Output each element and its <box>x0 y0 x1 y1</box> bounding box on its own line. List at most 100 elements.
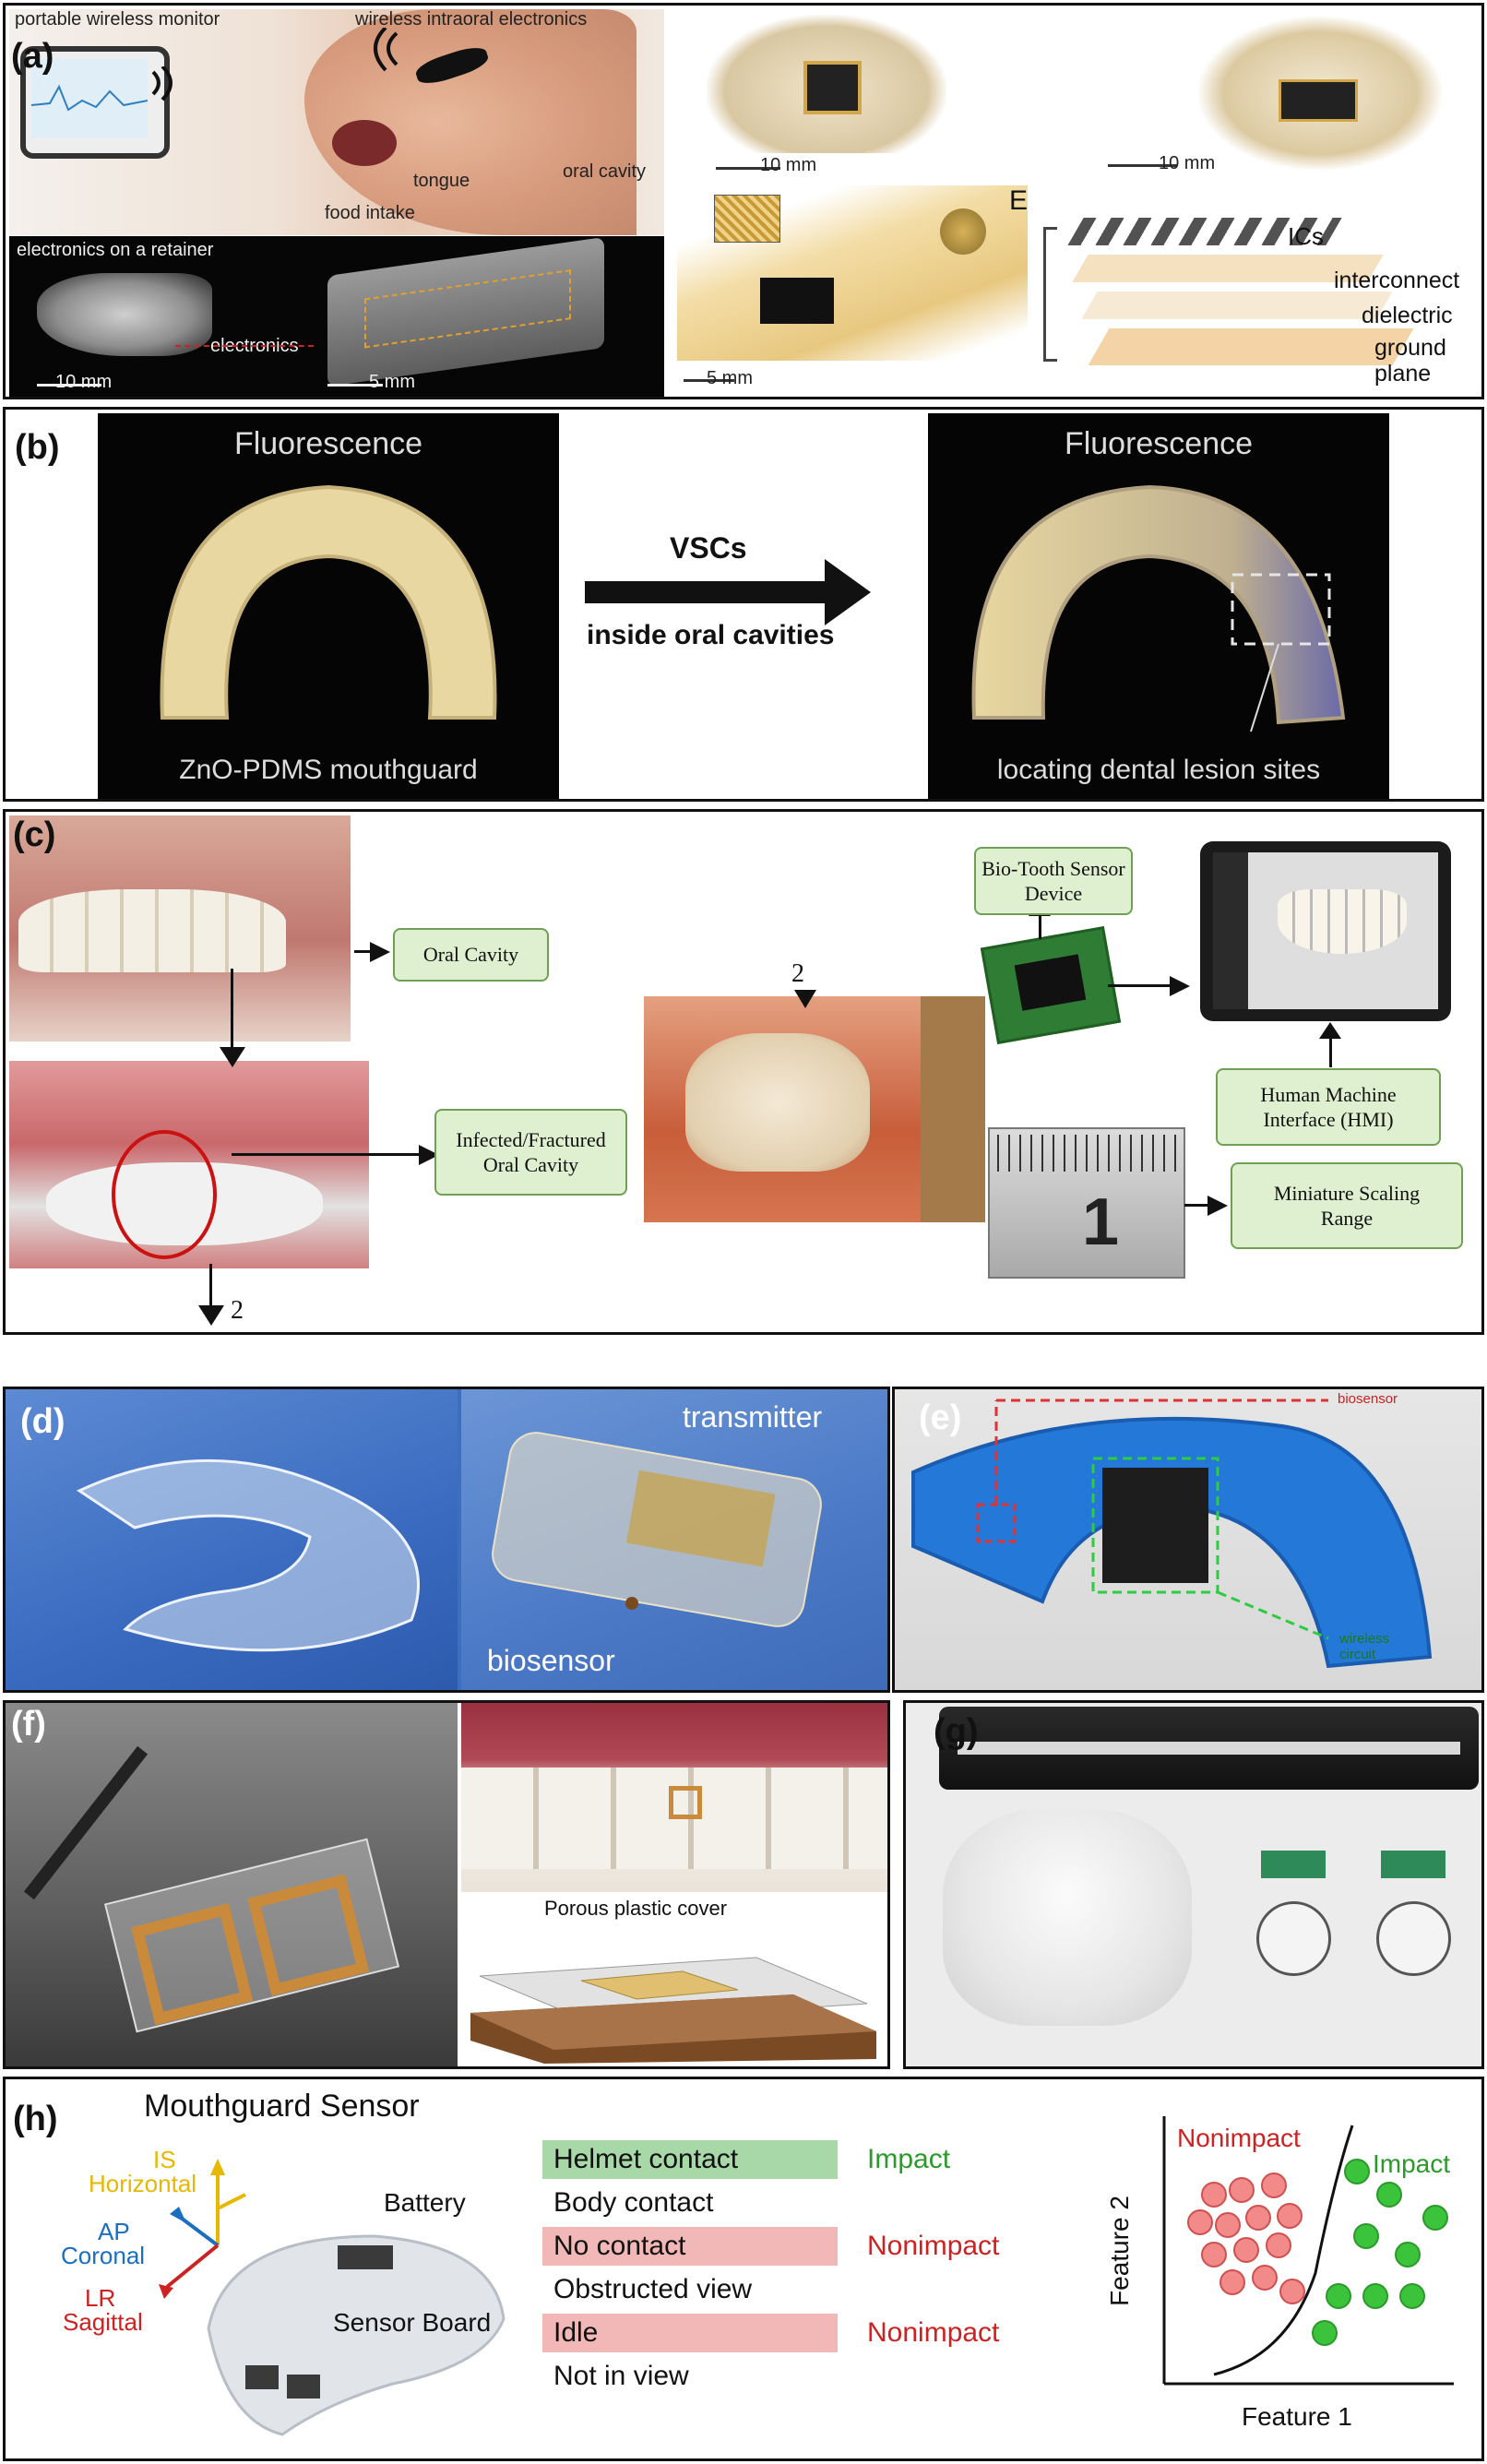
oral-monitor-photo: portable wireless monitor wireless intra… <box>9 9 664 235</box>
label-num-2-bottom: 2 <box>231 1296 244 1325</box>
panel-h-label: (h) <box>13 2100 58 2138</box>
ruler-number-1: 1 <box>1082 1185 1120 1259</box>
panel-c: (c) Oral Cavity Infected/Fractured Oral … <box>3 809 1484 1335</box>
table-row: Helmet contact Impact <box>542 2140 1059 2179</box>
axes-icon <box>159 2159 246 2299</box>
panel-f: Porous plastic cover (f) <box>3 1700 890 2069</box>
scaling-range-box: Miniature Scaling Range <box>1231 1162 1463 1249</box>
panel-a-label: (a) <box>11 37 54 76</box>
panel-h: (h) Mouthguard Sensor IS Horizontal AP C… <box>3 2077 1484 2461</box>
retainer-top-left <box>707 15 946 153</box>
label-scale-5mm: 5 mm <box>369 372 415 392</box>
label-porous-cover: Porous plastic cover <box>544 1897 728 1920</box>
label-biosensor-d: biosensor <box>487 1644 615 1677</box>
label-wireless-circuit: wireless circuit <box>1339 1631 1390 1663</box>
label-scale-10mm-right: 10 mm <box>1159 153 1216 173</box>
phone-image <box>20 46 170 159</box>
label-biosensor-e: biosensor <box>1338 1391 1398 1407</box>
label-coronal: Coronal <box>61 2242 146 2269</box>
mouthguard-photo-right: Fluorescence locating dental lesion site… <box>928 413 1389 799</box>
circuit-board-image <box>980 925 1122 1045</box>
panel-e-label: (e) <box>919 1399 962 1437</box>
panel-e: (e) biosensor wireless circuit <box>892 1387 1484 1693</box>
blue-mouthguard-photo: biosensor wireless circuit <box>895 1389 1481 1690</box>
label-oral-cavity: oral cavity <box>563 161 647 182</box>
label-lr: LR <box>85 2284 116 2312</box>
panel-c-label: (c) <box>13 815 56 854</box>
panel-g: (g) <box>903 1700 1484 2069</box>
row-text: Body contact <box>553 2187 714 2218</box>
red-circle-highlight <box>112 1130 217 1259</box>
transmitter-device-photo: transmitter biosensor <box>461 1389 887 1690</box>
sensor-module-2 <box>1372 1851 1455 1989</box>
row-class: Nonimpact <box>867 2317 1000 2348</box>
row-highlight <box>542 2314 838 2352</box>
mouthguard-shape-right <box>971 484 1346 732</box>
vscs-arrow <box>585 559 871 625</box>
black-case-image <box>939 1707 1479 1790</box>
label-sensor-board: Sensor Board <box>333 2308 492 2337</box>
label-tongue: tongue <box>413 171 470 191</box>
label-sagittal: Sagittal <box>63 2308 143 2336</box>
label-num-2-top: 2 <box>791 959 804 988</box>
wireless-icon <box>151 66 172 101</box>
label-electronics-retainer: electronics on a retainer <box>17 240 214 260</box>
ruler-image: 1 <box>988 1127 1185 1279</box>
label-portable-monitor: portable wireless monitor <box>15 9 220 30</box>
label-E: E <box>1009 185 1029 216</box>
arrow-label-inside: inside oral cavities <box>587 620 835 650</box>
flex-electronics-chip <box>677 185 1028 361</box>
feature-scatter: Nonimpact Impact Feature 2 Feature 1 <box>1105 2107 1463 2458</box>
nonimpact-points <box>1187 2172 1305 2304</box>
row-text: Not in view <box>553 2361 689 2391</box>
mouthguard-shape-left <box>160 484 497 720</box>
clear-retainer-photo <box>6 1389 458 1690</box>
blue-mouthguard-shape <box>911 1399 1433 1669</box>
row-text: Idle <box>553 2317 599 2348</box>
label-scale-10mm: 10 mm <box>55 372 113 392</box>
row-text: No contact <box>553 2231 686 2261</box>
mouthguard-sensor-image <box>207 2234 506 2436</box>
row-highlight <box>542 2140 838 2179</box>
jaw-teeth-photo <box>9 815 351 1042</box>
label-is: IS <box>153 2146 176 2173</box>
wireless-icon-2 <box>374 28 399 72</box>
ruler-strip-photo <box>921 996 985 1222</box>
porous-cover-layers <box>470 1957 876 2064</box>
panel-a: (a) portable wireless monitor wireless i… <box>3 3 1484 399</box>
scatter-label-nonimpact: Nonimpact <box>1177 2124 1301 2152</box>
row-text: Obstructed view <box>553 2274 753 2304</box>
scatter-xlabel: Feature 1 <box>1242 2402 1352 2431</box>
label-scale-10mm-top: 10 mm <box>760 155 817 175</box>
sensor-tweezers-photo <box>6 1703 458 2066</box>
panel-f-label: (f) <box>11 1705 46 1744</box>
infected-oral-cavity-box: Infected/Fractured Oral Cavity <box>434 1109 627 1196</box>
panel-g-label: (g) <box>934 1712 979 1751</box>
table-row: Not in view <box>542 2357 1059 2396</box>
label-scale-5mm-chip: 5 mm <box>707 368 753 388</box>
tooth-tattoo-photo <box>461 1703 887 1892</box>
panel-b-label: (b) <box>15 428 60 467</box>
impact-points <box>1312 2159 1448 2346</box>
retainer-top-right <box>1196 15 1445 172</box>
row-text: Helmet contact <box>553 2144 739 2174</box>
row-class: Impact <box>867 2144 951 2174</box>
panel-d-label: (d) <box>20 1402 65 1441</box>
fluorescence-title-right: Fluorescence <box>1064 426 1254 461</box>
label-transmitter: transmitter <box>683 1400 823 1434</box>
table-row: Body contact <box>542 2184 1059 2222</box>
hmi-box: Human Machine Interface (HMI) <box>1216 1068 1441 1146</box>
scatter-ylabel: Feature 2 <box>1104 2196 1134 2306</box>
fluorescence-title-left: Fluorescence <box>233 426 423 461</box>
fractured-tooth-photo <box>9 1061 369 1268</box>
panel-d: transmitter biosensor (d) <box>3 1387 890 1693</box>
row-class: Nonimpact <box>867 2231 1000 2261</box>
sensor-module-1 <box>1252 1851 1335 1989</box>
scatter-plot-svg <box>1162 2116 1454 2386</box>
row-highlight <box>542 2227 838 2266</box>
retainer-electronics-photo: electronics on a retainer electronics 10… <box>9 236 664 397</box>
table-row: Idle Nonimpact <box>542 2314 1059 2352</box>
label-dielectric: dielectric <box>1362 303 1453 328</box>
label-ics: ICs <box>1288 222 1324 250</box>
sensor-tooth-photo <box>644 996 921 1222</box>
